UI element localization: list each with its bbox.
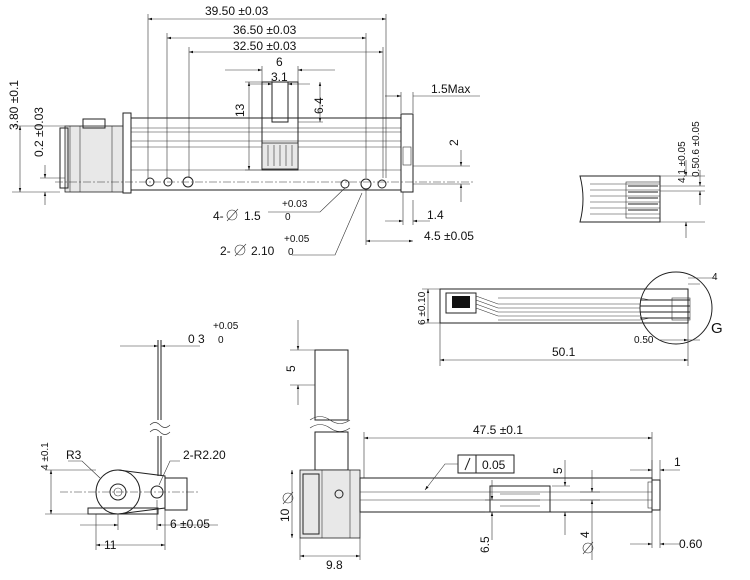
top-view bbox=[12, 14, 480, 257]
hole-large-tol-upper: +0.05 bbox=[284, 234, 310, 245]
end-radius-r3: R3 bbox=[66, 448, 82, 462]
conn-dim-41: 4.1 ±0.05 bbox=[677, 141, 688, 183]
detail-g-circle bbox=[639, 271, 713, 345]
dim-max: 1.5Max bbox=[431, 82, 470, 96]
end-dim-03-tol-upper: +0.05 bbox=[213, 321, 239, 332]
hole-large-label: 2- bbox=[220, 244, 231, 258]
dim-slot-depth: 6.4 bbox=[312, 97, 326, 114]
end-dim-11: 11 bbox=[104, 538, 117, 552]
front-motor-body bbox=[299, 469, 361, 539]
left-bracket bbox=[122, 112, 132, 194]
hole-small-size: 1.5 bbox=[244, 209, 261, 223]
motor-tab bbox=[82, 118, 106, 129]
front-dim-98: 9.8 bbox=[326, 558, 343, 572]
hole-large-tol-lower: 0 bbox=[288, 247, 294, 258]
front-dim-475: 47.5 ±0.1 bbox=[473, 423, 523, 437]
conn-dim-06: 0.6 ±0.05 bbox=[691, 121, 702, 163]
end-dim-4: 4 ±0.1 bbox=[40, 442, 51, 470]
dim-travel: 32.50 ±0.03 bbox=[233, 39, 297, 53]
fpc-cable bbox=[422, 271, 715, 366]
conn-dim-05: 0.5 bbox=[691, 163, 702, 177]
dim-rod: 36.50 ±0.03 bbox=[233, 23, 297, 37]
connector-detail bbox=[579, 160, 705, 238]
dim-slot-height: 13 bbox=[233, 103, 247, 117]
front-dim-dia4: 4 bbox=[578, 531, 592, 538]
dim-right-14: 1.4 bbox=[427, 208, 444, 222]
hole-small-tol-upper: +0.03 bbox=[282, 199, 308, 210]
motor-body bbox=[64, 125, 124, 193]
front-view bbox=[282, 320, 680, 560]
fpc-dim-length: 50.1 bbox=[552, 345, 576, 359]
dim-left-height: 3.80 ±0.1 bbox=[7, 80, 21, 130]
dim-slot-inner: 3.1 bbox=[271, 70, 288, 84]
hole-large-size: 2.10 bbox=[251, 244, 275, 258]
end-dim-03-tol-lower: 0 bbox=[218, 335, 224, 346]
front-dim-dia10: 10 bbox=[278, 508, 292, 522]
end-view bbox=[45, 340, 218, 550]
fpc-dim-pitch: 0.50 bbox=[634, 335, 654, 346]
dim-left-offset: 0.2 ±0.03 bbox=[32, 107, 46, 157]
end-dim-6: 6 ±0.05 bbox=[170, 517, 210, 531]
front-dim-65: 6.5 bbox=[478, 536, 492, 553]
fpc-dim-4: 4 bbox=[712, 272, 718, 283]
dim-right-45: 4.5 ±0.05 bbox=[424, 229, 474, 243]
front-flatness-value: 0.05 bbox=[482, 458, 506, 472]
front-dim-1: 1 bbox=[674, 455, 681, 469]
end-dim-03: 0 3 bbox=[188, 332, 205, 346]
right-bracket bbox=[400, 113, 414, 193]
front-dim-5-right: 5 bbox=[551, 467, 565, 474]
fpc-dim-width: 6 ±0.10 bbox=[417, 291, 428, 325]
hole-small-label: 4- bbox=[213, 209, 224, 223]
front-slider-top bbox=[314, 349, 349, 421]
detail-label-g: G bbox=[711, 320, 723, 337]
dim-slot-outer: 6 bbox=[276, 55, 283, 69]
dim-right-2: 2 bbox=[447, 139, 461, 146]
end-radius-r22: 2-R2.20 bbox=[183, 448, 226, 462]
hole-small-tol-lower: 0 bbox=[285, 212, 291, 223]
front-dim-060: 0.60 bbox=[679, 537, 703, 551]
front-dim-5-top: 5 bbox=[284, 365, 298, 372]
dim-overall: 39.50 ±0.03 bbox=[205, 4, 269, 18]
front-rod-frame bbox=[359, 477, 653, 513]
